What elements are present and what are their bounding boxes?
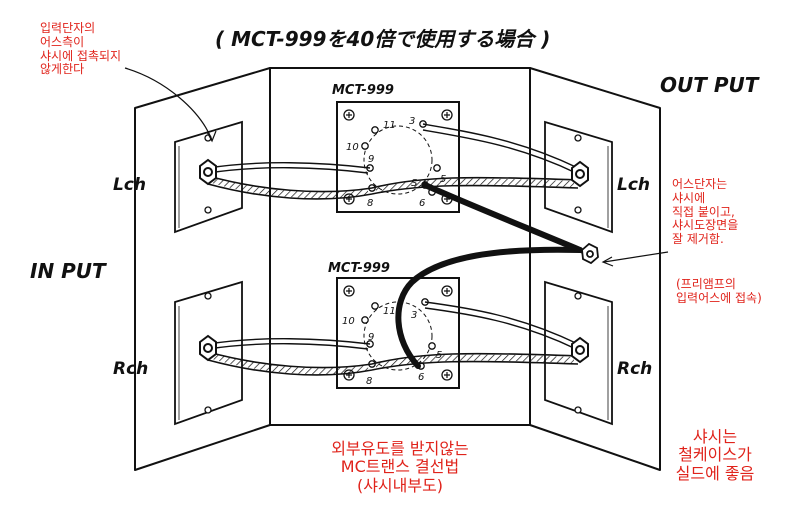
input-rch-label: Rch bbox=[113, 359, 148, 379]
input-lch-label: Lch bbox=[113, 175, 146, 195]
pin-10-label: 10 bbox=[342, 316, 355, 327]
output-label: OUT PUT bbox=[660, 73, 760, 97]
pin-9-label: 9 bbox=[368, 332, 374, 343]
pin-8-label: 8 bbox=[367, 198, 373, 209]
chassis-note: 샤시는 철케이스가 실드에 좋음 bbox=[675, 427, 755, 483]
pin-9-label: 9 bbox=[368, 154, 374, 165]
pin-11-label: 11 bbox=[383, 120, 396, 131]
preamp-note: (프리앰프의 입력어스에 접속) bbox=[676, 277, 762, 305]
pin-circles bbox=[363, 125, 433, 371]
transformer-bottom-label: MCT-999 bbox=[328, 261, 390, 276]
method-note: 외부유도를 받지않는 MC트랜스 결선법 (샤시내부도) bbox=[331, 439, 469, 495]
pin-11-label: 11 bbox=[383, 306, 396, 317]
rca-jacks bbox=[199, 158, 589, 364]
output-rch-label: Rch bbox=[617, 359, 652, 379]
ground-wires bbox=[395, 182, 583, 369]
transformer-top-label: MCT-999 bbox=[332, 83, 394, 98]
ground-terminal bbox=[561, 242, 599, 265]
signal-wires bbox=[207, 123, 579, 350]
leader-arrows bbox=[124, 67, 669, 267]
pin-3-label: 3 bbox=[411, 310, 417, 321]
output-lch-label: Lch bbox=[617, 175, 650, 195]
pin-6-label: 6 bbox=[419, 198, 425, 209]
ground-terminal-note: 어스단자는 샤시에 직접 붙이고, 샤시도장면을 잘 제거함. bbox=[672, 177, 739, 247]
input-jack-note: 입력단자의 어스측이 샤시에 접촉되지 않게한다 bbox=[40, 21, 122, 77]
input-label: IN PUT bbox=[30, 259, 107, 283]
pin-8-label: 8 bbox=[366, 376, 372, 387]
pin-3-label: 3 bbox=[409, 116, 415, 127]
diagram-title: ( MCT-999を40倍で使用する場合 ) bbox=[215, 27, 550, 51]
pin-6-label: 6 bbox=[418, 372, 424, 383]
pin-10-label: 10 bbox=[346, 142, 359, 153]
